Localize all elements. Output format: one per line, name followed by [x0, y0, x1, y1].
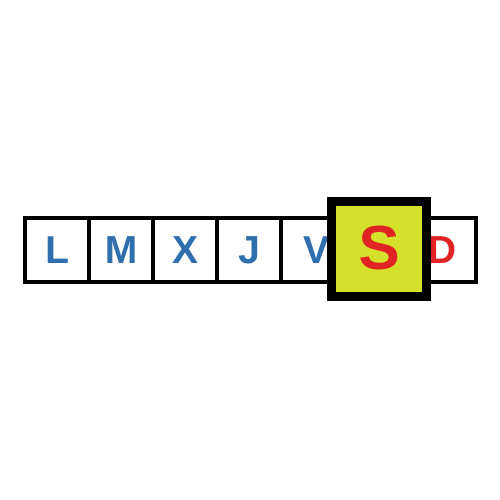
letter-cell-1: L — [23, 216, 91, 284]
letter-cell-3: X — [151, 216, 219, 284]
letter-cell-4: J — [215, 216, 283, 284]
letter-cell-1-text: L — [45, 228, 69, 272]
highlighted-letter-cell: S — [327, 197, 431, 301]
letter-cell-7-text: D — [427, 228, 456, 272]
letter-cell-7: D — [410, 216, 478, 284]
highlighted-letter-text: S — [358, 214, 400, 283]
letter-cell-5-text: V — [303, 228, 330, 272]
letter-cell-2: M — [87, 216, 155, 284]
letter-cell-2-text: M — [104, 228, 138, 272]
letter-cell-3-text: X — [171, 228, 198, 272]
letter-cell-4-text: J — [238, 228, 260, 272]
